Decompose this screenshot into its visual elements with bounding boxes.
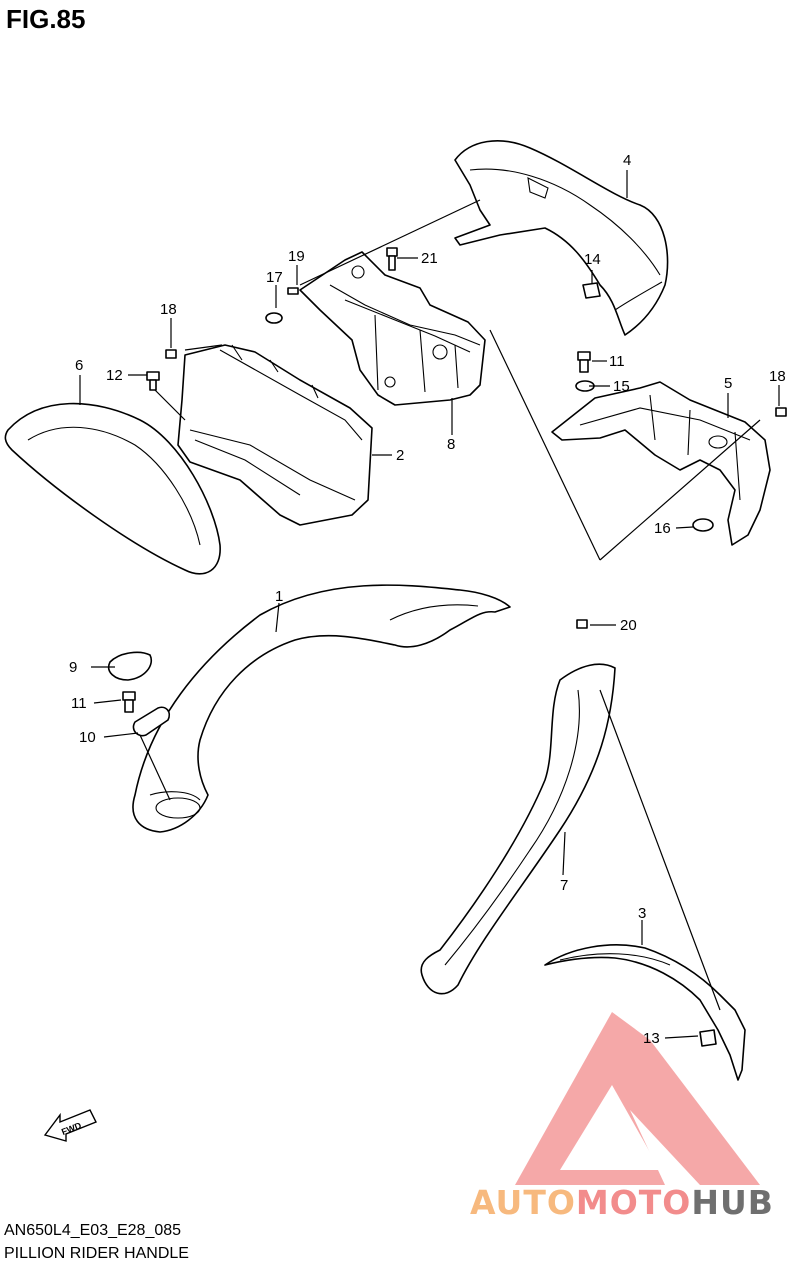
callout-19: 19 — [288, 248, 305, 265]
callout-2: 2 — [396, 447, 404, 464]
fwd-arrow-icon: FWD — [43, 1109, 97, 1142]
callout-18a: 18 — [160, 301, 177, 318]
part-5-side-bracket — [551, 381, 771, 546]
part-4-rear-cover — [454, 140, 669, 336]
callout-8: 8 — [447, 436, 455, 453]
callout-18b: 18 — [769, 368, 786, 385]
part-6-seat-pad — [4, 402, 221, 575]
watermark-brand: AUTOMOTOHUB — [470, 1183, 774, 1222]
callout-11b: 11 — [609, 353, 625, 370]
callout-5: 5 — [724, 375, 732, 392]
part-8-frame-bracket — [299, 251, 486, 406]
diagram-name: PILLION RIDER HANDLE — [4, 1245, 189, 1262]
callout-10: 10 — [79, 729, 96, 746]
callout-21: 21 — [421, 250, 438, 267]
watermark-logo — [515, 1012, 760, 1185]
callout-14: 14 — [584, 251, 601, 268]
callout-1: 1 — [275, 588, 283, 605]
part-2-bracket-tray — [177, 344, 373, 526]
callout-4: 4 — [623, 152, 631, 169]
part-7-grab-rail — [420, 663, 616, 995]
callout-16: 16 — [654, 520, 671, 537]
watermark-part1: AUTO — [470, 1183, 576, 1222]
hardware-bolts — [122, 247, 787, 713]
part-1-handle — [132, 584, 511, 833]
callout-7: 7 — [560, 877, 568, 894]
diagram-code: AN650L4_E03_E28_085 — [4, 1222, 182, 1239]
callout-6: 6 — [75, 357, 83, 374]
part-3-trim — [544, 944, 746, 1081]
callout-11a: 11 — [71, 695, 87, 712]
callout-9: 9 — [69, 659, 77, 676]
watermark-part2: MOTO — [575, 1183, 692, 1222]
callout-17: 17 — [266, 269, 283, 286]
callout-13: 13 — [643, 1030, 660, 1047]
callout-15: 15 — [613, 378, 630, 395]
leader-lines — [79, 170, 780, 1039]
callout-20: 20 — [620, 617, 637, 634]
callout-12: 12 — [106, 367, 123, 384]
assembly-lines — [139, 199, 761, 1011]
hardware-9-grommet — [108, 651, 152, 681]
callout-3: 3 — [638, 905, 646, 922]
watermark-part3: HUB — [691, 1183, 774, 1222]
hardware-clips — [582, 282, 717, 1047]
figure-title: FIG.85 — [6, 4, 86, 34]
hardware-10-plate — [132, 706, 171, 737]
